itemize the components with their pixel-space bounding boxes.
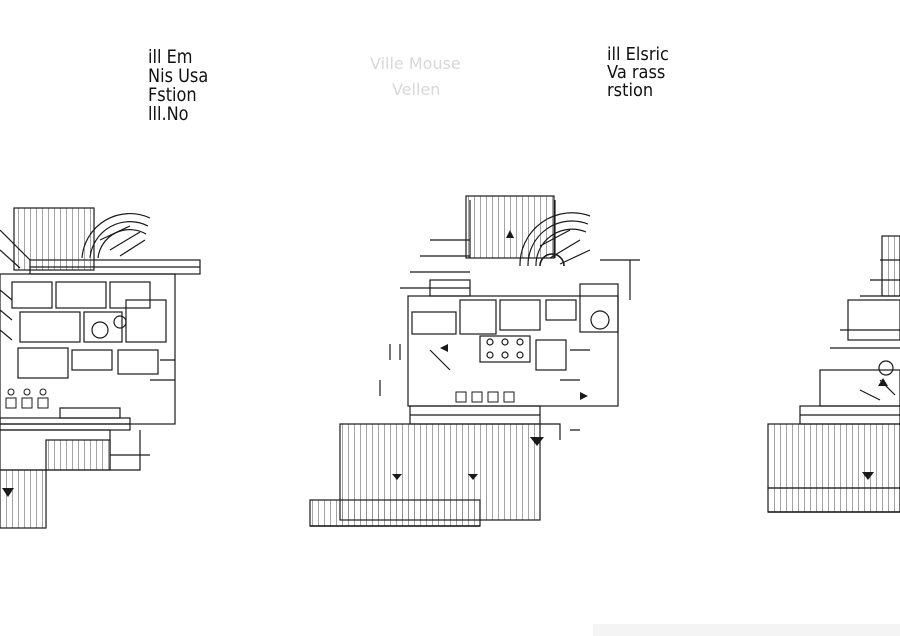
center-right-arrow-icon: [580, 392, 588, 400]
corner-strip: [593, 624, 900, 636]
center-floor-plan: [309, 195, 640, 527]
left-floor-plan: [0, 207, 201, 529]
left-label-line-3: Fstion: [148, 84, 197, 106]
right-plan-label: ill Elsric Va rass rstion: [607, 46, 669, 100]
center-plan-label: Ville Mouse Vellen: [370, 56, 461, 108]
center-label-line-2: Vellen: [392, 80, 441, 99]
right-label-line-3: rstion: [607, 80, 654, 101]
center-arrow-icon: [530, 437, 544, 446]
right-label-line-2: Va rass: [607, 62, 666, 83]
right-floor-plan: [767, 235, 900, 513]
center-label-line-1: Ville Mouse: [370, 54, 461, 73]
left-plan-label: ill Em Nis Usa Fstion lll.No: [148, 48, 208, 124]
right-label-line-1: ill Elsric: [607, 44, 669, 65]
center-up-arrow-icon: [506, 230, 514, 238]
center-left-arrow-icon: [440, 344, 448, 352]
left-arrow-icon: [2, 488, 14, 497]
left-label-line-2: Nis Usa: [148, 65, 209, 87]
center-lower-arrow2-icon: [468, 474, 478, 480]
left-label-line-1: ill Em: [148, 46, 193, 68]
right-arrow-icon: [862, 472, 874, 480]
left-label-line-4: lll.No: [148, 103, 189, 125]
right-up-arrow-icon: [878, 378, 888, 386]
center-lower-arrow-icon: [392, 474, 402, 480]
